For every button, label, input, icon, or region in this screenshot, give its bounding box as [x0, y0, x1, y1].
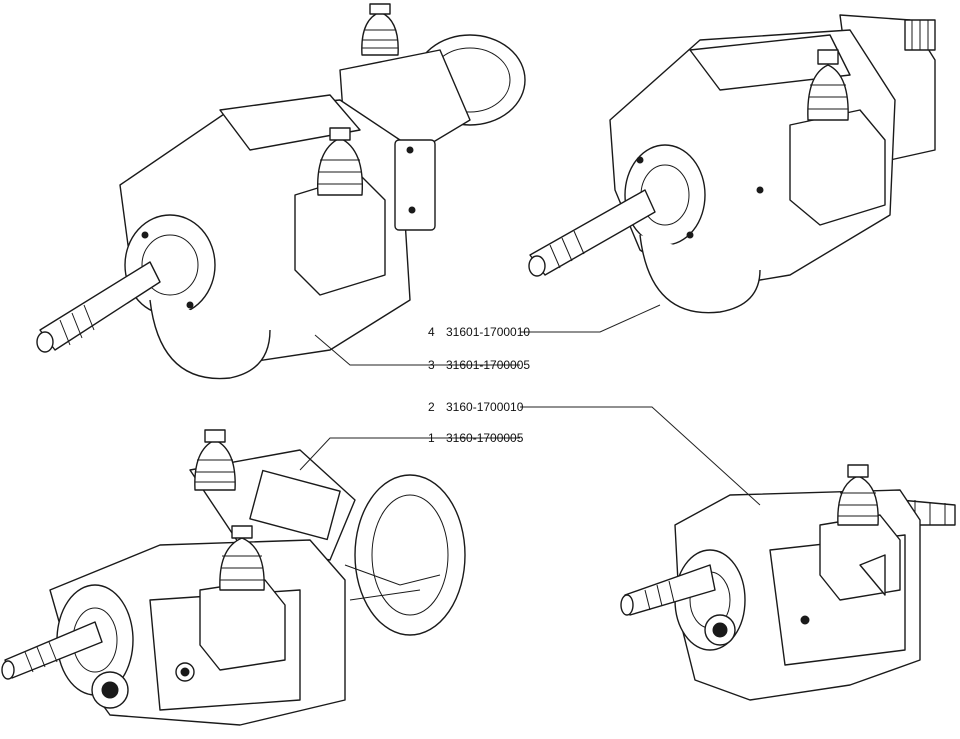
shift-boot-icon: [194, 429, 236, 491]
shift-boot-icon: [837, 464, 879, 526]
callout-2: 2 3160-1700010: [428, 400, 524, 414]
part-number: 31601-1700010: [446, 325, 530, 339]
shift-boot-icon: [316, 127, 364, 196]
shift-boot-icon: [361, 3, 399, 56]
leader-lines: [299, 304, 761, 506]
part-number: 31601-1700005: [446, 358, 530, 372]
gearbox-assembly-1: [1, 429, 466, 726]
gearbox-assembly-2: [620, 464, 956, 701]
shift-boot-icon: [219, 525, 265, 591]
gearbox-assembly-3: [36, 3, 526, 380]
part-number: 3160-1700005: [446, 431, 524, 445]
leader-line-1: [299, 437, 520, 471]
callout-number: 2: [428, 400, 435, 414]
leader-line-4: [520, 304, 661, 333]
part-number: 3160-1700010: [446, 400, 524, 414]
leader-line-3: [314, 334, 520, 366]
callout-1: 1 3160-1700005: [428, 431, 524, 445]
callout-number: 3: [428, 358, 435, 372]
callout-number: 1: [428, 431, 435, 445]
gearbox-assembly-4: [528, 14, 936, 314]
callout-number: 4: [428, 325, 435, 339]
callout-3: 3 31601-1700005: [428, 358, 530, 372]
shift-boot-icon: [807, 49, 849, 121]
leader-line-2: [520, 406, 761, 506]
callout-4: 4 31601-1700010: [428, 325, 530, 339]
